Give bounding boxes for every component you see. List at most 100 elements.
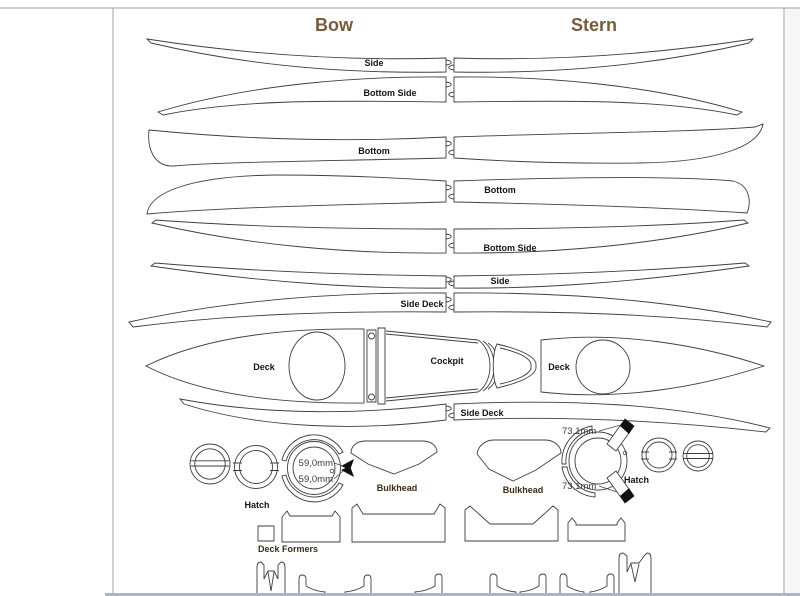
hatch-ring-outer [642,438,676,472]
hatch-ring-outer [190,444,230,484]
hatch-ring-outer [569,432,627,490]
hatch-ring-inner [240,451,273,484]
label-side-bottom: Side [490,276,509,286]
cockpit-edge [386,392,478,401]
puzzle-joint [449,243,454,248]
hatch-ring-inner [687,445,710,468]
hatch-rim-segment [282,475,343,502]
panel-bottom-left-row: Bottom [149,124,763,166]
puzzle-joint [446,277,451,282]
dim-73mm-top: 73,1mm [562,426,596,437]
former-square [258,526,274,541]
deck-hatch-opening-stern [576,340,630,394]
panel-side-bottom: Side [151,263,749,288]
hatch-rings-right [641,438,713,472]
deck-panel-stern [541,337,764,395]
cockpit-edge [386,389,478,398]
label-bottom-right: Bottom [484,185,516,195]
label-side-top: Side [364,58,383,68]
hatch-ring-outer [235,446,278,489]
label-side-deck-top: Side Deck [400,299,444,309]
beam-hole-top [369,333,375,339]
label-cockpit: Cockpit [430,356,463,366]
former-a [282,511,340,542]
bulkhead-shape-right [477,440,561,481]
heading-stern: Stern [571,15,617,35]
former-c [465,506,558,541]
puzzle-joint [446,141,451,146]
hatch-ring-inner [646,442,672,468]
page-frame [0,8,800,596]
puzzle-joint [446,406,451,411]
hatch-dimensioned-left: 59,0mm 59,0mm [282,435,354,502]
label-deck-left: Deck [253,362,276,372]
former-d [568,518,625,541]
hatch-ring-inner [195,449,225,479]
label-deck-formers: Deck Formers [258,544,318,554]
frame-piece-l [560,574,584,596]
deck-beam-strip [367,330,376,402]
hatch-tab-cap [620,419,634,434]
hatch-ring-notches [641,452,677,459]
frame-piece-l [415,574,442,596]
hatch-ring-inner [575,438,621,484]
frame-piece-m-notch [631,564,639,582]
label-deck-right: Deck [548,362,571,372]
frame-pieces [257,553,651,596]
panel-side-top: Side [147,39,753,72]
deck-panel-bow [146,329,364,403]
puzzle-joint [449,65,454,70]
label-bottom-left: Bottom [358,146,390,156]
dim-59mm-top: 59,0mm [299,458,333,469]
label-bulkhead-left: Bulkhead [377,483,418,493]
panel-bottom-right-row: Bottom [147,175,749,214]
dimension-arrow [341,459,354,470]
label-hatch-left: Hatch [244,500,269,510]
frame-piece-l [299,575,325,596]
label-bulkhead-right: Bulkhead [503,485,544,495]
frame-piece-l [490,574,516,596]
panel-bottom-side-bottom: Bottom Side [152,220,748,253]
frame-piece-l [520,574,546,596]
center-mark [330,469,334,473]
dimension-leader [334,463,343,479]
label-hatch-right: Hatch [624,475,649,485]
coaming-ring [493,344,536,388]
frame-piece-m [257,562,285,596]
frame-piece-m-tall [619,553,651,596]
deck-assembly: Deck Cockpit Deck [146,328,764,404]
window-bottom-edge [105,593,800,596]
panel-side-deck-top: Side Deck [129,293,771,327]
hatch-rim-segment [282,435,343,461]
deck-beam-strip-2 [378,328,385,404]
hatch-tab-cap [620,488,634,503]
coaming-arc [478,340,490,392]
beam-hole-bottom [369,394,375,400]
label-side-deck-bottom: Side Deck [460,408,504,418]
coaming-ring-inner [500,348,531,384]
hatch-rim-segment [562,426,592,464]
puzzle-joint [449,92,454,97]
former-b [352,504,445,542]
dimension-leader [599,425,621,492]
frame-piece-m-notch [268,572,274,591]
hatch-ring-inner [293,447,335,489]
puzzle-joint [446,82,451,87]
page-right-margin [785,8,800,596]
deck-hatch-opening-bow [289,332,345,400]
cockpit-edge [386,334,478,343]
hatch-ring-split-line [683,454,713,459]
hatch-dimensioned-right: 73,1mm 73,1mm Hatch [562,418,649,504]
hatch-ring-notches [233,463,279,471]
label-bottom-side-top: Bottom Side [364,88,417,98]
dim-73mm-bottom: 73,1mm [562,481,596,492]
dimension-arrow [341,466,354,477]
panel-bottom-side-top: Bottom Side [158,77,742,115]
cockpit-edge [386,331,478,340]
puzzle-joint [449,413,454,418]
puzzle-joint [446,297,451,302]
panel-side-deck-bottom: Side Deck [180,399,770,432]
dim-59mm-bottom: 59,0mm [299,474,333,485]
